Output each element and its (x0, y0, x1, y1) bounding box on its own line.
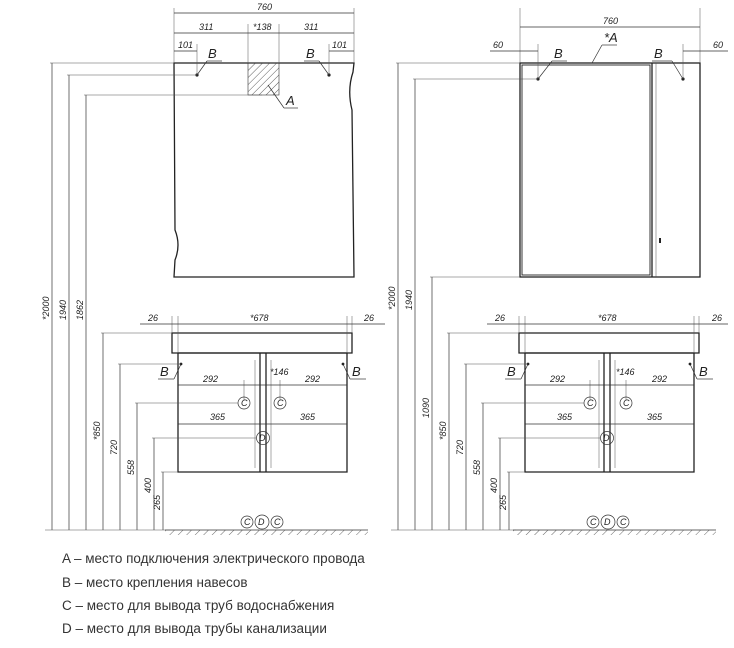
left-floor-symbols: C D C (240, 514, 284, 530)
right-drain-right-label: 365 (647, 412, 663, 422)
right-edge-left-label: 60 (493, 40, 503, 50)
technical-drawing: 760 311 *138 311 101 101 B B (41, 2, 728, 535)
right-edge-right-label: 60 (713, 40, 723, 50)
right-pipe-center-label: *146 (616, 367, 635, 377)
legend-item-c: C – место для вывода труб водоснабжения (62, 598, 335, 613)
left-label-b-1: B (208, 46, 217, 61)
left-height-2000: *2000 (41, 296, 51, 320)
left-label-c-2: C (277, 398, 284, 408)
left-drain-left-label: 365 (210, 412, 226, 422)
left-a-marker: A (267, 84, 298, 109)
right-pipe-right-label: 292 (651, 374, 667, 384)
right-width-label: 760 (603, 16, 618, 26)
right-label-b-1: B (554, 46, 563, 61)
left-label-d: D (259, 433, 266, 443)
left-view: 760 311 *138 311 101 101 B B (41, 2, 385, 535)
right-height-720: 720 (455, 440, 465, 455)
left-electric-zone (247, 62, 280, 96)
right-floor-symbols: C D C (586, 514, 630, 530)
right-height-2000: *2000 (387, 286, 397, 310)
right-a-marker: *A (591, 30, 618, 64)
right-height-400: 400 (489, 478, 499, 493)
right-floor (513, 529, 716, 535)
left-cab-edge-right-label: 26 (363, 313, 374, 323)
left-dim-edges: 101 101 (174, 40, 354, 75)
right-label-c-1: C (587, 398, 594, 408)
left-pipe-left-label: 292 (202, 374, 218, 384)
left-mirror-cabinet (173, 62, 355, 278)
legend-item-a: A – место подключения электрического про… (62, 551, 365, 566)
left-height-850: *850 (92, 421, 102, 440)
left-cab-edge-left-label: 26 (147, 313, 158, 323)
legend-item-d: D – место для вывода трубы канализации (62, 621, 327, 636)
left-mirror-left-label: 311 (199, 22, 213, 32)
left-height-720: 720 (109, 440, 119, 455)
right-cab-label-b-1: B (507, 364, 516, 379)
left-cab-b-markers: B B (158, 362, 366, 380)
left-height-1940: 1940 (58, 300, 68, 320)
right-floor-d: D (604, 517, 611, 527)
right-cab-b-markers: B B (505, 362, 713, 380)
left-mirror-center-label: *138 (253, 22, 272, 32)
left-label-c-1: C (241, 398, 248, 408)
right-pipe-left-label: 292 (549, 374, 565, 384)
right-height-1940: 1940 (404, 290, 414, 310)
left-dim-cabinet: 26 *678 26 (140, 313, 385, 353)
right-height-1090: 1090 (421, 398, 431, 418)
left-height-dims: *2000 1940 1862 *850 720 558 400 265 (41, 62, 262, 531)
left-width-label: 760 (257, 2, 272, 12)
right-view: 760 60 60 B B *A 2 (387, 8, 728, 535)
left-edge-right-label: 101 (332, 40, 347, 50)
left-height-558: 558 (126, 460, 136, 475)
left-vanity-unit (171, 332, 353, 473)
left-cab-label-b-1: B (160, 364, 169, 379)
right-cab-label-b-2: B (699, 364, 708, 379)
left-floor-c-1: C (244, 517, 251, 527)
left-label-b-2: B (306, 46, 315, 61)
left-floor-d: D (258, 517, 265, 527)
right-height-558: 558 (472, 460, 482, 475)
left-dim-drain: 365 365 D (178, 412, 347, 445)
left-cab-label-b-2: B (352, 364, 361, 379)
left-height-265: 265 (152, 494, 162, 511)
right-cab-edge-left-label: 26 (494, 313, 505, 323)
left-c-outlets: C C (237, 396, 287, 410)
right-height-265: 265 (498, 494, 508, 511)
left-edge-left-label: 101 (178, 40, 193, 50)
right-label-b-2: B (654, 46, 663, 61)
left-height-1862: 1862 (75, 300, 85, 320)
left-height-400: 400 (143, 478, 153, 493)
left-pipe-center-label: *146 (270, 367, 289, 377)
right-dim-cabinet: 26 *678 26 (487, 313, 728, 353)
right-label-c-2: C (623, 398, 630, 408)
left-floor (165, 529, 368, 535)
left-cab-width-label: *678 (250, 313, 269, 323)
right-dim-760: 760 (519, 8, 701, 63)
left-dim-pipes: 292 *146 292 (178, 367, 347, 400)
right-height-850: *850 (438, 421, 448, 440)
right-cab-width-label: *678 (598, 313, 617, 323)
right-dim-drain: 365 365 D (525, 412, 694, 445)
right-mirror-cabinet (519, 62, 701, 278)
right-b-markers: B B (537, 46, 684, 80)
right-drain-left-label: 365 (557, 412, 573, 422)
left-dim-mirror: 311 *138 311 (174, 22, 354, 63)
left-label-a: A (285, 93, 295, 108)
right-floor-c-2: C (620, 517, 627, 527)
right-dim-edges: 60 60 (490, 40, 728, 79)
right-vanity-unit (518, 332, 700, 473)
left-drain-right-label: 365 (300, 412, 316, 422)
left-b-markers: B B (196, 46, 330, 76)
right-height-dims: *2000 1940 1090 *850 720 558 400 265 (387, 62, 600, 531)
right-floor-c-1: C (590, 517, 597, 527)
right-cab-edge-right-label: 26 (711, 313, 722, 323)
right-label-d: D (603, 433, 610, 443)
left-pipe-right-label: 292 (304, 374, 320, 384)
left-dim-760: 760 (173, 2, 355, 63)
right-label-a: *A (604, 30, 618, 45)
right-c-outlets: C C (583, 396, 633, 410)
left-floor-c-2: C (274, 517, 281, 527)
legend-item-b: B – место крепления навесов (62, 575, 248, 590)
left-mirror-right-label: 311 (304, 22, 318, 32)
